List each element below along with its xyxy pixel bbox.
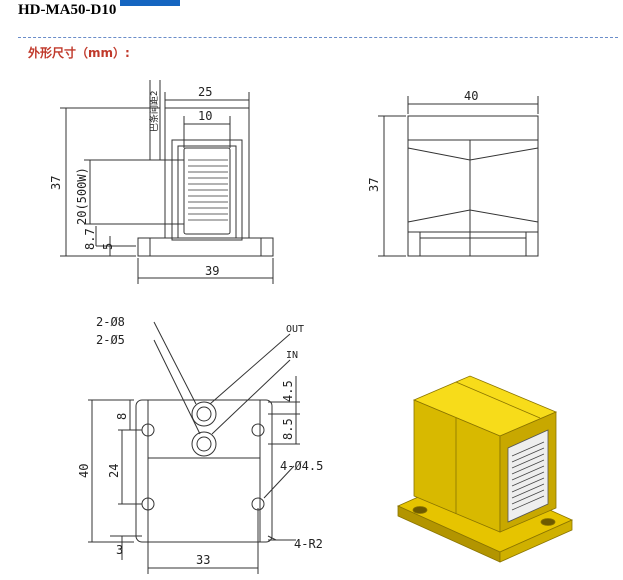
mount-hole-tr bbox=[251, 423, 265, 437]
mount-hole-label: 4-Ø4.5 bbox=[280, 459, 323, 473]
dim-5-label: 5 bbox=[101, 243, 115, 250]
dim-4-5-label: 4.5 bbox=[281, 380, 295, 402]
iso-render bbox=[397, 375, 573, 563]
front-inner-frame bbox=[171, 139, 243, 241]
bar-lines bbox=[188, 159, 228, 221]
dim-33-label: 33 bbox=[196, 553, 210, 567]
bottom-inner bbox=[147, 399, 261, 543]
dim-24-label: 24 bbox=[107, 464, 121, 478]
dim-8-label: 8 bbox=[115, 413, 129, 420]
bar-spacing-label: 巴条间距2 bbox=[148, 91, 160, 132]
side-lower-edge bbox=[407, 209, 539, 223]
hole-8-label: 2-Ø8 bbox=[96, 315, 125, 329]
dim-8-7-label: 8.7 bbox=[83, 228, 97, 250]
dim-side-40-label: 40 bbox=[464, 89, 478, 103]
dim-10-label: 10 bbox=[198, 109, 212, 123]
section-divider bbox=[18, 37, 618, 38]
port-in-outer bbox=[191, 431, 217, 457]
dim-37-label: 37 bbox=[49, 176, 63, 190]
dim-8-5-label: 8.5 bbox=[281, 418, 295, 440]
side-outer-body bbox=[407, 115, 539, 257]
port-in-label: IN bbox=[286, 350, 298, 361]
port-out-outer bbox=[191, 401, 217, 427]
dim-25-label: 25 bbox=[198, 85, 212, 99]
side-view bbox=[378, 96, 539, 257]
side-upper-edge bbox=[407, 147, 539, 161]
dim-3-label: 3 bbox=[116, 543, 123, 557]
base-hole-right bbox=[540, 518, 556, 526]
base-hole-left bbox=[412, 506, 428, 514]
model-title: HD-MA50-D10 bbox=[18, 2, 117, 18]
port-out-label: OUT bbox=[286, 324, 304, 335]
port-out-inner bbox=[196, 406, 212, 422]
hole-5-label: 2-Ø5 bbox=[96, 333, 125, 347]
radius-label: 4-R2 bbox=[294, 537, 323, 551]
front-bar-stack bbox=[183, 147, 231, 235]
dim-40-bottom-label: 40 bbox=[77, 464, 91, 478]
brand-bar bbox=[120, 0, 180, 6]
front-base bbox=[137, 237, 274, 257]
side-view-labels: 40 37 bbox=[367, 89, 478, 192]
dim-39-label: 39 bbox=[205, 264, 219, 278]
dim-side-37-label: 37 bbox=[367, 178, 381, 192]
bottom-view bbox=[88, 321, 300, 574]
front-view bbox=[60, 80, 274, 284]
base-side bbox=[499, 519, 573, 563]
port-in-inner bbox=[196, 436, 212, 452]
bottom-view-labels: 2-Ø8 2-Ø5 OUT IN 4.5 8.5 8 40 24 4-Ø4.5 … bbox=[77, 315, 323, 567]
front-view-labels: 25 10 39 37 20(500W) 8.7 5 巴条间距2 bbox=[49, 85, 219, 278]
dim-20-label: 20(500W) bbox=[75, 167, 89, 225]
section-title: 外形尺寸（mm）: bbox=[28, 46, 130, 60]
bar-window-lines bbox=[511, 441, 545, 511]
